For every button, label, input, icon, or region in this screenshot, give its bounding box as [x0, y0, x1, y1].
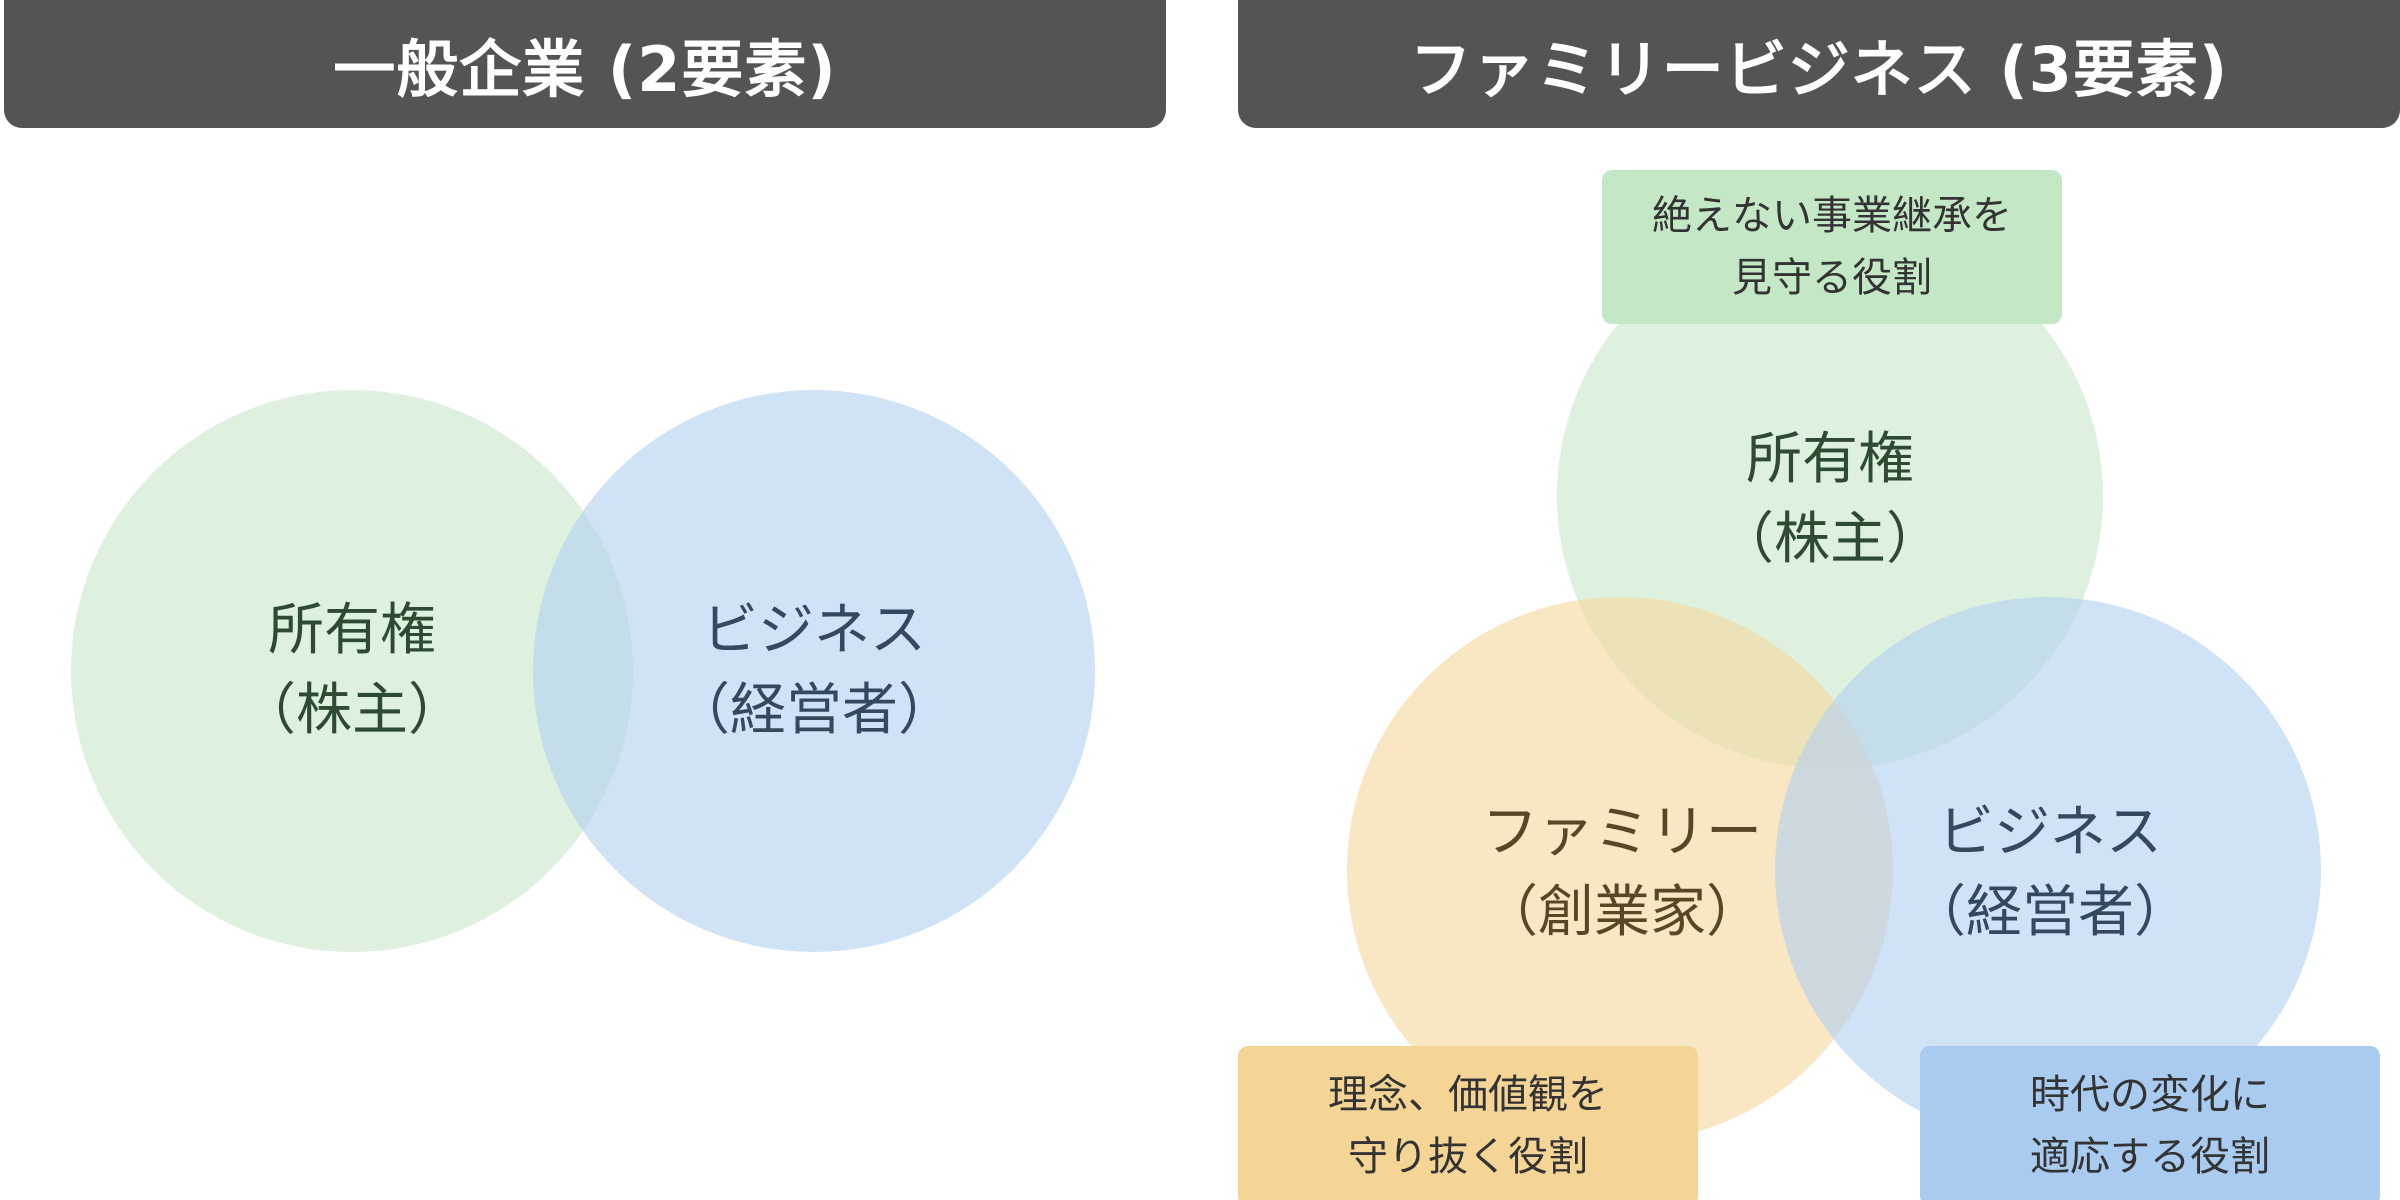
right-business-label-line1: ビジネス — [1938, 800, 2162, 865]
left-ownership-label-line2: （株主） — [240, 678, 464, 743]
left-ownership-circle — [71, 390, 633, 952]
family-business-title: ファミリービジネス (3要素) — [1409, 33, 2229, 106]
right-family-circle — [1347, 597, 1893, 1143]
left-business-label-line1: ビジネス — [702, 598, 926, 663]
ownership-role-note-line1: 絶えない事業継承を — [1652, 193, 2012, 239]
business-role-note-line2: 適応する役割 — [2030, 1134, 2270, 1180]
business-role-note: 時代の変化に 適応する役割 — [1920, 1046, 2380, 1200]
right-ownership-label-line2: （株主） — [1718, 507, 1942, 572]
left-business-label-line2: （経営者） — [674, 678, 954, 743]
family-role-note-line2: 守り抜く役割 — [1348, 1134, 1588, 1180]
family-role-note: 理念、価値観を 守り抜く役割 — [1238, 1046, 1698, 1200]
left-business-circle — [533, 390, 1095, 952]
right-family-label-line1: ファミリー — [1482, 800, 1762, 865]
family-role-note-line1: 理念、価値観を — [1328, 1072, 1608, 1118]
ownership-role-note-line2: 見守る役割 — [1732, 255, 1932, 301]
right-family-label: ファミリー （創業家） — [1482, 793, 1762, 953]
general-company-header: 一般企業 (2要素) — [4, 0, 1166, 128]
left-ownership-label-line1: 所有権 — [268, 598, 436, 663]
right-ownership-label-line1: 所有権 — [1746, 427, 1914, 492]
right-business-label: ビジネス （経営者） — [1910, 793, 2190, 953]
right-business-label-line2: （経営者） — [1910, 880, 2190, 945]
left-business-label: ビジネス （経営者） — [674, 591, 954, 751]
business-role-note-line1: 時代の変化に — [2030, 1072, 2270, 1118]
left-ownership-label: 所有権 （株主） — [240, 591, 464, 751]
right-family-label-line2: （創業家） — [1482, 880, 1762, 945]
family-business-header: ファミリービジネス (3要素) — [1238, 0, 2400, 128]
general-company-title: 一般企業 (2要素) — [333, 33, 837, 106]
right-business-circle — [1775, 597, 2321, 1143]
ownership-role-note: 絶えない事業継承を 見守る役割 — [1602, 170, 2062, 324]
right-ownership-label: 所有権 （株主） — [1718, 420, 1942, 580]
